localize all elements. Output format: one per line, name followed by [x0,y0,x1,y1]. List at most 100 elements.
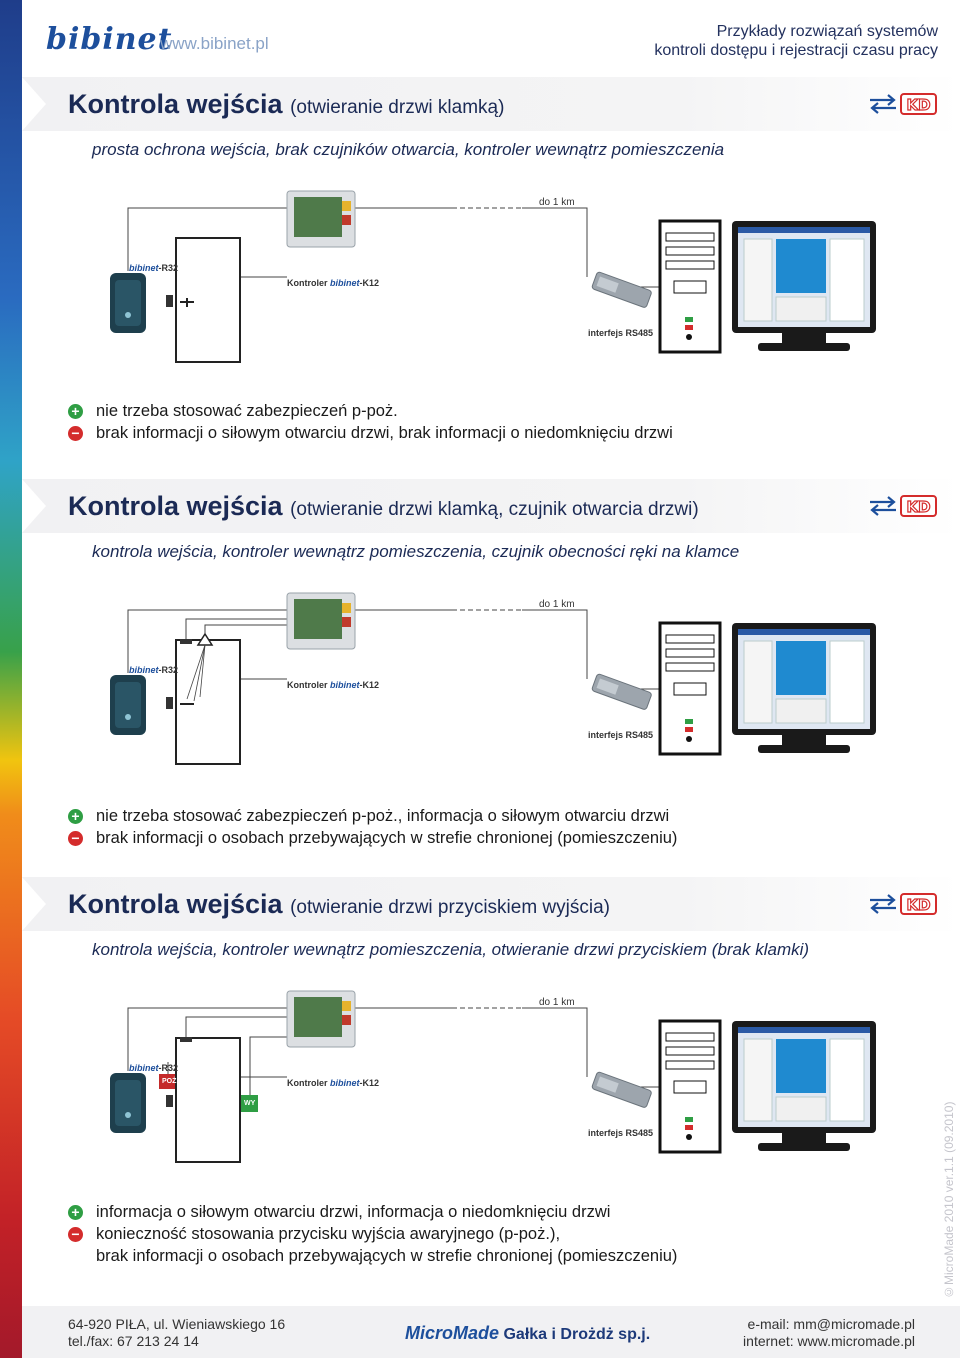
footer-internet[interactable]: internet: www.micromade.pl [743,1333,915,1349]
band-arrow [22,77,46,131]
plus-icon: + [68,404,83,419]
interface-device [591,271,652,308]
section-title: Kontrola wejścia (otwieranie drzwi przyc… [68,889,610,920]
controller-word: Kontroler [287,1078,328,1088]
pro-text: nie trzeba stosować zabezpieczeń p-poż. [96,402,398,420]
title-paren: (otwieranie drzwi przyciskiem wyjścia) [290,897,610,918]
reader-device [110,675,146,735]
section-band [22,877,960,931]
pro-item: + informacja o siłowym otwarciu drzwi, in… [68,1201,928,1223]
bibinet-logo: bibinet [46,22,173,57]
plus-icon: + [68,1205,83,1220]
pros-cons-list: + informacja o siłowym otwarciu drzwi, in… [68,1201,928,1267]
con-item: −konieczność stosowania przycisku wyjści… [68,1223,928,1245]
section-3: Kontrola wejścia (otwieranie drzwi przyc… [22,877,960,1279]
heading-line-2: kontroli dostępu i rejestracji czasu pra… [654,42,938,59]
wiring-diagram [110,190,876,363]
svg-text:KD: KD [906,498,930,516]
controller-word: Kontroler [287,278,328,288]
reader-brand: bibinet [129,1063,159,1073]
controller-device [286,990,356,1048]
svg-text:KD: KD [906,96,930,114]
page-heading: Przykłady rozwiązań systemów kontroli do… [654,22,938,60]
pros-cons-list: +nie trzeba stosować zabezpieczeń p-poż.… [68,805,928,849]
con-text: brak informacji o siłowym otwarciu drzwi… [96,424,673,442]
kd-badge-icon: KD [870,893,937,915]
pc-tower [658,1019,722,1154]
pro-text: informacja o siłowym otwarciu drzwi, inf… [96,1203,611,1221]
distance-label: do 1 km [539,599,575,610]
pro-item: + nie trzeba stosować zabezpieczeń p-poż. [68,400,928,422]
controller-brand: bibinet [330,278,360,288]
pc-tower [658,219,722,354]
page-header: bibinet www.bibinet.pl Przykłady rozwiąz… [22,0,960,70]
controller-label: Kontroler bibinet-K12 [287,680,380,690]
color-stripe [0,0,22,1358]
kd-badge-icon: KD [870,93,937,115]
pro-text: nie trzeba stosować zabezpieczeń p-poż.,… [96,807,670,825]
footer-online: e-mail: mm@micromade.pl internet: www.mi… [743,1316,915,1350]
company-name: Gałka i Drożdż sp.j. [503,1326,651,1343]
pc-tower [658,621,722,756]
interface-label: interfejs RS485 [588,1128,654,1138]
pc-monitor [732,221,876,351]
reader-label: bibinet-R32 [129,665,179,675]
section-title: Kontrola wejścia (otwieranie drzwi klamk… [68,89,504,120]
title-main: Kontrola wejścia [68,889,283,919]
reader-device [110,1073,146,1133]
heading-line-1: Przykłady rozwiązań systemów [716,23,938,40]
con-text: brak informacji o osobach przebywających… [96,829,678,847]
door-device [166,632,241,765]
wiring-diagram [110,990,876,1163]
con-item-continued: brak informacji o osobach przebywających… [68,1245,928,1267]
controller-model: K12 [362,1078,380,1088]
controller-label: Kontroler bibinet-K12 [287,1078,380,1088]
section-band [22,77,960,131]
interface-label: interfejs RS485 [588,328,654,338]
section-subtitle: kontrola wejścia, kontroler wewnątrz pom… [92,542,740,561]
door-device [166,237,241,363]
wiring-diagram [110,592,876,765]
reader-model: R32 [161,1063,179,1073]
door-device [166,1037,241,1163]
diagram: do 1 km bibinet-R32 Kontroler bibinet-K1… [22,177,960,407]
company-logo: MicroMade Gałka i Drożdż sp.j. [405,1323,650,1344]
title-main: Kontrola wejścia [68,491,283,521]
pc-monitor [732,623,876,753]
section-1: Kontrola wejścia (otwieranie drzwi klamk… [22,77,960,479]
con-item: −brak informacji o osobach przebywającyc… [68,827,928,849]
diagram: do 1 km bibinet-R32 Kontroler bibinet-K1… [22,579,960,809]
section-title: Kontrola wejścia (otwieranie drzwi klamk… [68,491,699,522]
controller-model: K12 [362,680,380,690]
footer-email[interactable]: e-mail: mm@micromade.pl [747,1316,915,1332]
poz-label: POŻ [162,1078,177,1085]
footer-phone: tel./fax: 67 213 24 14 [68,1333,199,1349]
section-2: Kontrola wejścia (otwieranie drzwi klamk… [22,479,960,881]
reader-brand: bibinet [129,263,159,273]
controller-device [286,190,356,248]
poz-button-icon [159,1074,175,1089]
version-note: ©MicroMade 2010 ver.1.1 (09.2010) [942,1101,956,1299]
website-link[interactable]: www.bibinet.pl [160,34,269,53]
minus-icon: − [68,426,83,441]
reader-device [110,273,146,333]
diagram: do 1 km bibinet-R32 POŻ WY Kontroler bib… [22,977,960,1207]
micromade-brand: MicroMade [405,1323,500,1343]
exit-button-icon [241,1095,258,1112]
band-arrow [22,877,46,931]
title-main: Kontrola wejścia [68,89,283,119]
distance-label: do 1 km [539,997,575,1008]
controller-device [286,592,356,650]
footer-contact: 64-920 PIŁA, ul. Wieniawskiego 16 tel./f… [68,1316,285,1350]
svg-text:KD: KD [906,896,930,914]
minus-icon: − [68,1227,83,1242]
controller-word: Kontroler [287,680,328,690]
reader-label: bibinet-R32 [129,1063,179,1073]
controller-brand: bibinet [330,1078,360,1088]
section-subtitle: kontrola wejścia, kontroler wewnątrz pom… [92,940,810,959]
kd-badge-icon: KD [870,495,937,517]
controller-model: K12 [362,278,380,288]
exit-label: WY [244,1100,256,1107]
reader-label: bibinet-R32 [129,263,179,273]
pros-cons-list: + nie trzeba stosować zabezpieczeń p-poż.… [68,400,928,444]
